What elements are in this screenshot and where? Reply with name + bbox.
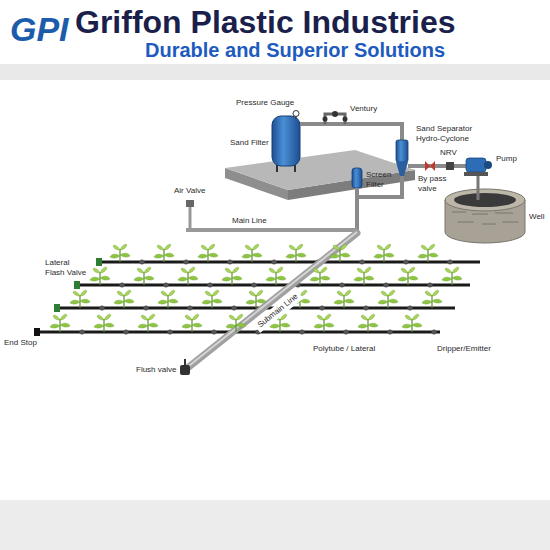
part-label: Flush valve <box>136 365 176 375</box>
part-label: Screen Filter <box>366 170 396 190</box>
part-label: Sand Separator Hydro-Cyclone <box>416 124 476 144</box>
part-label: Dripper/Emitter <box>437 344 491 354</box>
part-label: Pump <box>496 154 517 164</box>
part-label: Ventury <box>350 104 377 114</box>
part-label: Well <box>529 212 544 222</box>
part-label: Air Valve <box>174 186 205 196</box>
part-label: Lateral Flash Valve <box>45 258 89 278</box>
part-label: Sand Filter <box>230 138 269 148</box>
part-label: NRV <box>440 148 457 158</box>
part-label: By pass valve <box>418 174 450 194</box>
part-label: End Stop <box>4 338 37 348</box>
company-title: Griffon Plastic Industries <box>75 4 456 40</box>
pipe-label: Polytube / Lateral <box>313 344 375 354</box>
pipe-label: Main Line <box>232 216 267 226</box>
part-label: Pressure Gauge <box>236 98 294 108</box>
company-tagline: Durable and Superior Solutions <box>145 39 445 62</box>
company-logo: GPI <box>10 10 69 48</box>
